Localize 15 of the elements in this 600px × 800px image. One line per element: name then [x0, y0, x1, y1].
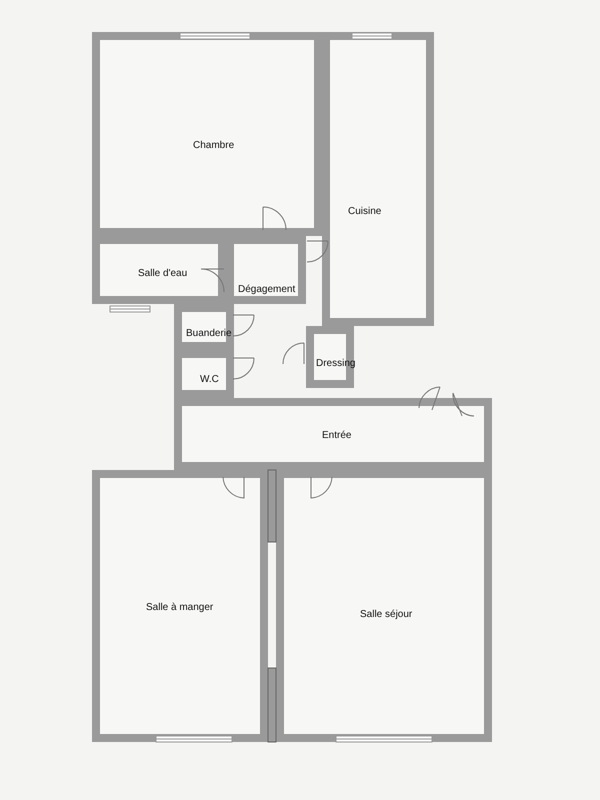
room-label: Salle à manger	[146, 602, 214, 613]
room-label: Salle séjour	[360, 609, 412, 620]
room-label: Salle d'eau	[138, 268, 188, 279]
room-label: Dégagement	[238, 284, 296, 295]
room-label: Buanderie	[186, 328, 232, 339]
room-outline	[174, 398, 492, 470]
room-outline	[306, 326, 354, 388]
room-label: Cuisine	[348, 206, 382, 217]
room-label: Entrée	[322, 430, 352, 441]
room-label: Dressing	[316, 358, 356, 369]
room-outline	[92, 470, 268, 742]
room-label: Chambre	[193, 140, 234, 151]
room-label: W.C	[200, 374, 219, 385]
room-outline	[276, 470, 492, 742]
room-outline	[322, 32, 434, 326]
